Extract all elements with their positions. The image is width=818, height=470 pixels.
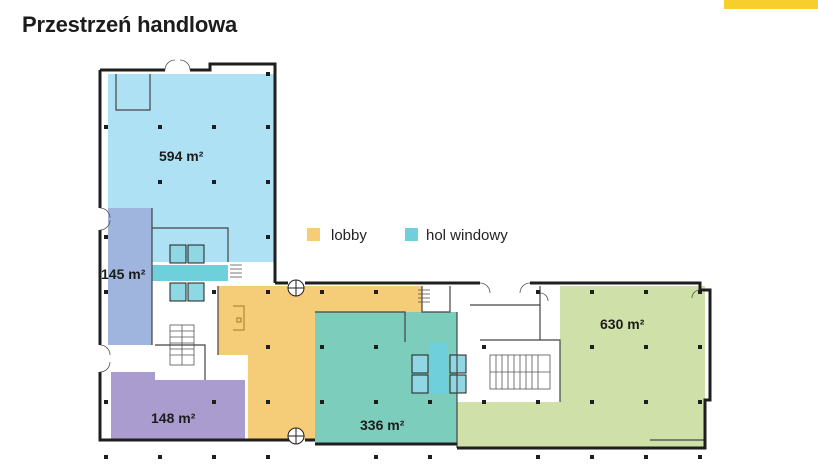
area-336-label: 336 m² — [360, 417, 405, 433]
area-148-label: 148 m² — [151, 410, 196, 426]
legend-label-elevator-hall: hol windowy — [426, 227, 508, 244]
elevators-central — [411, 354, 467, 394]
legend-swatch-lobby — [307, 228, 320, 241]
legend: lobby hol windowy — [307, 227, 508, 244]
revolving-doors — [287, 279, 305, 445]
page-title: Przestrzeń handlowa — [22, 12, 238, 37]
area-148-fill[interactable] — [111, 372, 245, 440]
area-594-fill[interactable] — [108, 74, 274, 262]
area-145-fill[interactable] — [108, 208, 152, 345]
accent-bar — [724, 0, 818, 9]
legend-swatch-elevator-hall — [405, 228, 418, 241]
area-594-label: 594 m² — [159, 148, 204, 164]
elevator-hall-central[interactable] — [430, 342, 448, 394]
stairs-east — [489, 354, 551, 390]
exterior-walls — [98, 62, 712, 450]
legend-label-lobby: lobby — [331, 227, 367, 244]
interior-walls — [115, 74, 705, 448]
elevators-north — [169, 244, 205, 302]
area-630-fill[interactable] — [457, 286, 705, 448]
reception-desk — [233, 305, 245, 331]
elevator-hall-north[interactable] — [152, 265, 228, 281]
area-145-label: 145 m² — [101, 266, 146, 282]
area-630-label: 630 m² — [600, 316, 645, 332]
columns — [104, 72, 702, 459]
lobby-railing — [230, 264, 430, 303]
